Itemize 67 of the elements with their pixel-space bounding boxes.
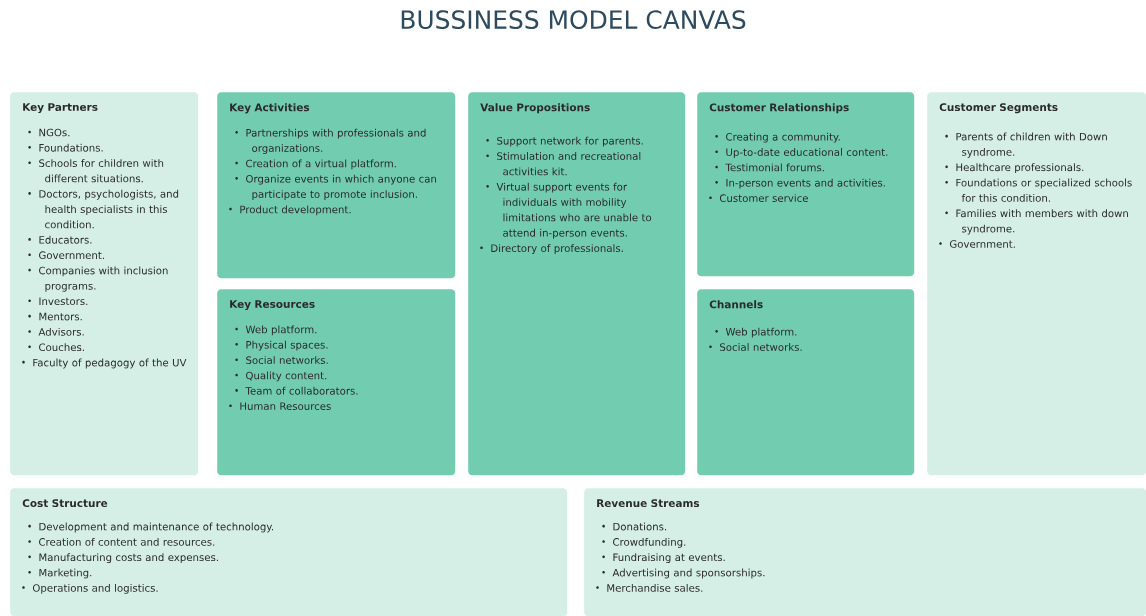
bullet-item: Foundations. (28, 143, 103, 152)
bullet-item: Families with members with down syndrome. (945, 209, 1128, 235)
bullet-item: Crowdfunding. (602, 537, 686, 548)
bullet-item: Investors. (28, 297, 88, 306)
box-heading: Customer Segments (939, 103, 1058, 114)
bullet-item: Physical spaces. (235, 340, 328, 351)
bullet-item: Healthcare professionals. (945, 163, 1084, 174)
bullet-item: Social networks. (235, 356, 328, 364)
bullet-item: Marketing. (28, 568, 92, 579)
bullet-item: Stimulation and recreational activities kit. (486, 152, 641, 176)
canvas-box (10, 92, 199, 476)
bullet-item: Couches. (28, 343, 84, 352)
bullet-item: Team of collaborators. (235, 386, 358, 395)
bullet-item: In-person events and activities. (715, 178, 885, 189)
bullet-item: Customer service (709, 194, 808, 202)
bullet-item: Companies with inclusion programs. (28, 266, 168, 292)
bullet-item: Advisors. (28, 327, 84, 336)
box-heading: Key Activities (230, 103, 310, 114)
bullet-item: Product development. (229, 205, 351, 216)
bullet-item: Testimonial forums. (715, 163, 824, 172)
canvas-box (468, 92, 686, 476)
bullet-item: Donations. (602, 522, 667, 531)
box-heading: Customer Relationships (709, 103, 849, 114)
bullet-item: Human Resources (229, 402, 331, 410)
bullet-item: Organize events in which anyone can participate to promote inclusion. (235, 174, 437, 200)
bullet-item: Government. (939, 240, 1015, 248)
bullet-item: Web platform. (715, 327, 797, 338)
box-heading: Cost Structure (22, 499, 108, 508)
bullet-item: Web platform. (235, 325, 317, 336)
bullet-item: Parents of children with Down syndrome. (945, 132, 1107, 158)
box-heading: Value Propositions (480, 103, 590, 114)
canvas-box (217, 92, 456, 279)
canvas-box (217, 289, 456, 476)
bullet-item: Government. (28, 251, 104, 260)
bullet-item: Schools for children with different situations. (28, 159, 164, 183)
bullet-item: Virtual support events for individuals with mobility limitations who are unable to attend in-person events. (486, 182, 652, 239)
box-heading: Channels (709, 300, 763, 309)
box-heading: Key Partners (23, 103, 98, 114)
box-heading: Revenue Streams (597, 499, 700, 508)
canvas-box (927, 92, 1146, 476)
bullet-item: Development and maintenance of technology. (28, 522, 274, 533)
bullet-item: Operations and logistics. (22, 583, 158, 594)
bullet-item: Foundations or specialized schools for this condition. (945, 178, 1132, 202)
bullet-item: NGOs. (28, 128, 70, 137)
bullet-item: Social networks. (709, 343, 802, 351)
bullet-item: Mentors. (28, 312, 82, 321)
bullet-item: Creation of a virtual platform. (235, 159, 396, 170)
bullet-item: Educators. (28, 235, 92, 244)
canvas-box (584, 488, 1146, 616)
bullet-item: Creating a community. (715, 132, 840, 143)
bullet-item: Up-to-date educational content. (715, 148, 888, 158)
canvas-box (697, 289, 915, 476)
bullet-item: Partnerships with professionals and organizations. (235, 128, 426, 154)
bullet-item: Doctors, psychologists, and health specialists in this condition. (28, 189, 179, 229)
box-heading: Key Resources (230, 300, 315, 311)
bullet-item: Support network for parents. (486, 136, 643, 147)
bullet-item: Manufacturing costs and expenses. (28, 553, 218, 564)
bullet-item: Advertising and sponsorships. (602, 568, 765, 579)
title: BUSSINESS MODEL CANVAS (401, 10, 746, 30)
canvas-box (10, 488, 568, 616)
canvas-box (697, 92, 915, 277)
bullet-item: Fundraising at events. (602, 553, 725, 564)
bullet-item: Merchandise sales. (596, 583, 703, 592)
bullet-item: Faculty of pedagogy of the UV (22, 358, 187, 369)
bullet-item: Directory of professionals. (480, 244, 623, 254)
bullet-item: Creation of content and resources. (28, 537, 215, 546)
bullet-item: Quality content. (235, 371, 327, 382)
